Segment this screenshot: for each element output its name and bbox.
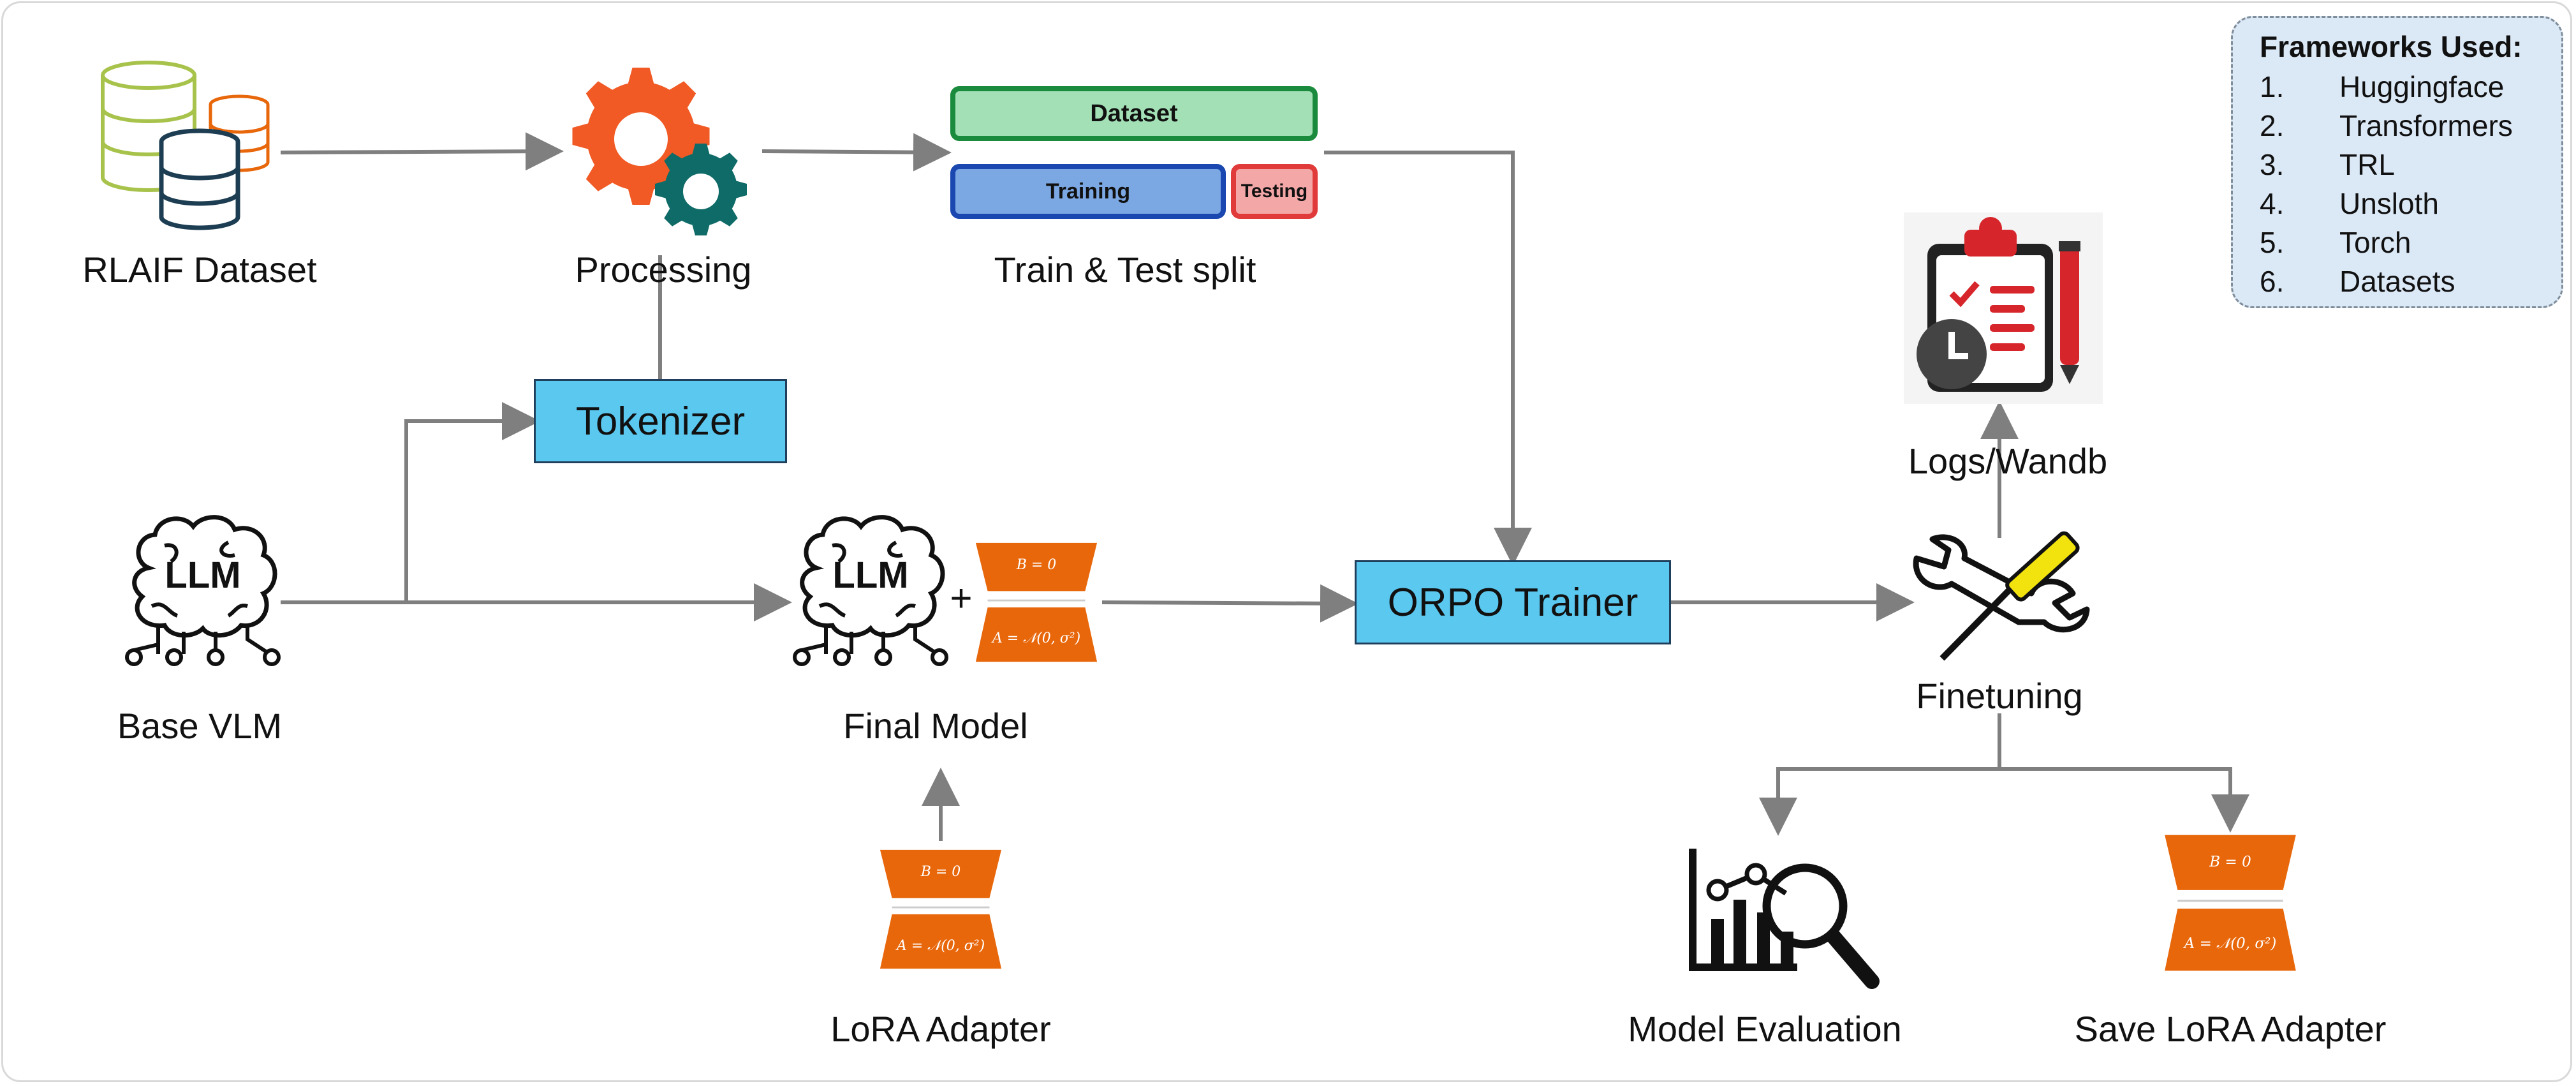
arrow-final-to-orpo bbox=[1101, 584, 1358, 623]
label-save-lora-adapter: Save LoRA Adapter bbox=[2074, 1009, 2387, 1049]
legend-item-name: TRL bbox=[2339, 148, 2395, 181]
label-processing: Processing bbox=[575, 249, 752, 290]
orpo-trainer-box: ORPO Trainer bbox=[1355, 560, 1671, 644]
arrow-split-to-orpo bbox=[1324, 151, 1532, 566]
label-train-test-split: Train & Test split bbox=[994, 249, 1256, 290]
lora-save-top: B = 0 bbox=[2209, 854, 2251, 870]
legend-item-name: Datasets bbox=[2339, 265, 2455, 298]
lora-save-bottom: A = 𝒩(0, σ²) bbox=[2184, 935, 2277, 952]
legend-item-number: 3. bbox=[2260, 148, 2285, 181]
label-rlaif-dataset: RLAIF Dataset bbox=[82, 249, 317, 290]
arrow-base-to-tokenizer bbox=[404, 402, 540, 602]
label-finetuning: Finetuning bbox=[1916, 676, 2083, 716]
connectors bbox=[280, 132, 2249, 841]
legend-item-number: 4. bbox=[2260, 187, 2285, 220]
tokenizer-box: Tokenizer bbox=[534, 379, 787, 463]
arrow-branch-to-save bbox=[1999, 767, 2249, 833]
lora-final-bottom: A = 𝒩(0, σ²) bbox=[992, 630, 1081, 646]
label-final-model: Final Model bbox=[843, 706, 1028, 746]
lora-adapter-top: B = 0 bbox=[920, 864, 961, 880]
legend-item-number: 2. bbox=[2260, 109, 2285, 142]
clipboard-icon bbox=[1904, 212, 2103, 404]
legend-item-name: Transformers bbox=[2339, 109, 2513, 142]
llm-text-base: LLM bbox=[165, 554, 241, 596]
evaluation-icon bbox=[1689, 849, 1880, 989]
label-lora-adapter: LoRA Adapter bbox=[830, 1009, 1051, 1049]
plus-sign: + bbox=[950, 577, 973, 620]
legend-item-number: 6. bbox=[2260, 265, 2285, 298]
legend-item-number: 1. bbox=[2260, 70, 2285, 103]
label-base-vlm: Base VLM bbox=[117, 706, 283, 746]
arrow-branch-to-evaluation bbox=[1759, 767, 1999, 836]
legend-item-number: 5. bbox=[2260, 226, 2285, 259]
legend-item: 3. TRL bbox=[2260, 145, 2561, 184]
frameworks-legend: Frameworks Used: 1. Huggingface 2. Transfo… bbox=[2231, 16, 2563, 308]
training-pill: Training bbox=[950, 164, 1226, 219]
legend-item-name: Huggingface bbox=[2339, 70, 2505, 103]
legend-item: 2. Transformers bbox=[2260, 107, 2561, 145]
arrow-processing-to-split bbox=[762, 133, 952, 172]
testing-pill: Testing bbox=[1231, 164, 1318, 219]
legend-item: 4. Unsloth bbox=[2260, 184, 2561, 223]
tools-icon bbox=[1913, 531, 2090, 661]
lora-final-top: B = 0 bbox=[1016, 557, 1057, 573]
legend-item: 5. Torch bbox=[2260, 223, 2561, 262]
legend-title: Frameworks Used: bbox=[2260, 30, 2522, 63]
legend-item-name: Unsloth bbox=[2339, 187, 2439, 220]
legend-item: 6. Datasets bbox=[2260, 262, 2561, 301]
llm-text-final: LLM bbox=[832, 554, 909, 596]
legend-item: 1. Huggingface bbox=[2260, 68, 2561, 107]
arrow-dataset-to-processing bbox=[280, 132, 564, 171]
lora-adapter-bottom: A = 𝒩(0, σ²) bbox=[896, 938, 985, 954]
label-logs-wandb: Logs/Wandb bbox=[1908, 441, 2108, 481]
database-icon bbox=[101, 61, 270, 230]
gears-icon bbox=[572, 68, 747, 235]
legend-item-name: Torch bbox=[2339, 226, 2411, 259]
label-model-evaluation: Model Evaluation bbox=[1628, 1009, 1902, 1049]
dataset-pill: Dataset bbox=[950, 86, 1318, 141]
